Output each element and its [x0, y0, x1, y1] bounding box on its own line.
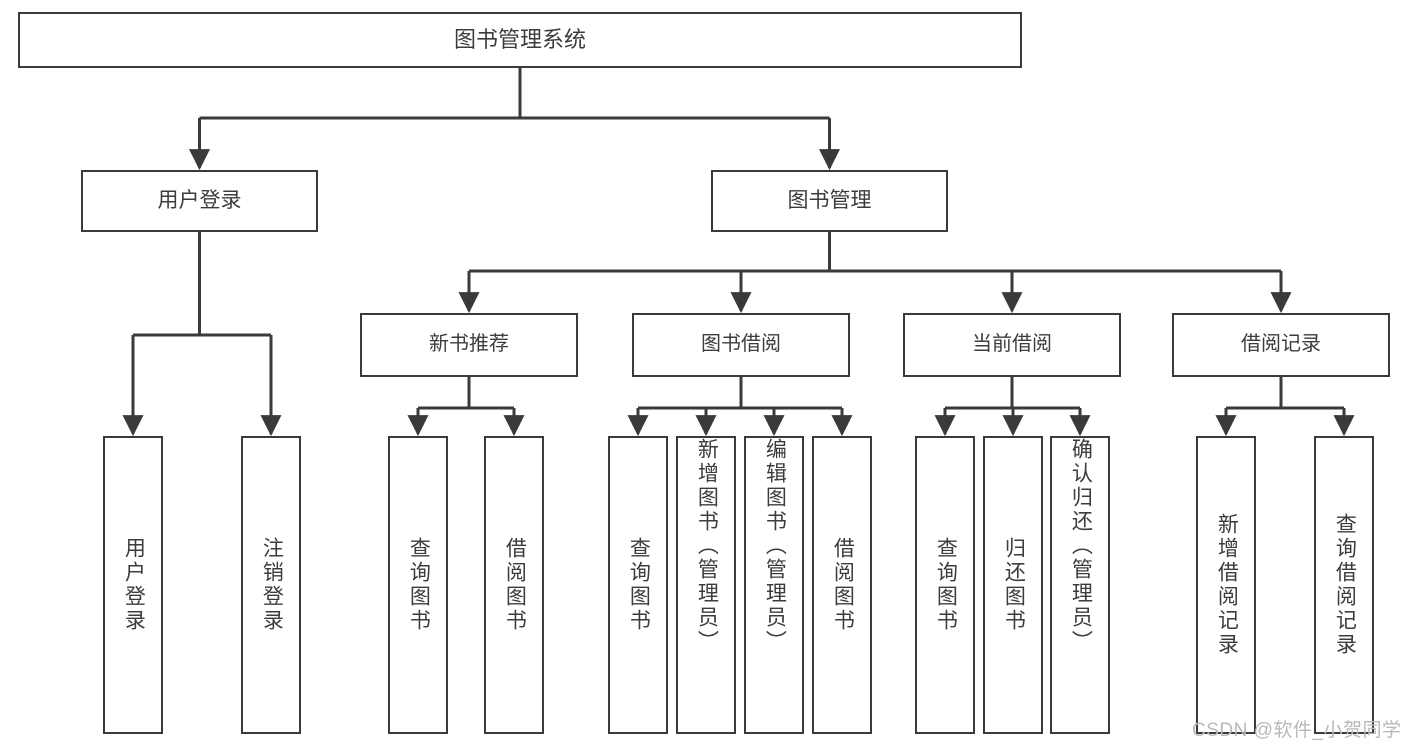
node-leaf-4[interactable]: 查询图书	[608, 436, 668, 734]
node-level2-1-label: 图书管理	[787, 188, 872, 212]
node-level2-0[interactable]: 用户登录	[81, 170, 318, 232]
node-leaf-0-label: 用户登录	[122, 537, 146, 633]
node-leaf-10-label: 确认归还（管理员）	[1069, 438, 1093, 654]
node-leaf-3[interactable]: 借阅图书	[484, 436, 544, 734]
node-leaf-6[interactable]: 编辑图书（管理员）	[744, 436, 804, 734]
node-leaf-8-label: 查询图书	[934, 537, 958, 633]
node-leaf-9-label: 归还图书	[1002, 537, 1026, 633]
node-leaf-10[interactable]: 确认归还（管理员）	[1050, 436, 1110, 734]
node-leaf-1[interactable]: 注销登录	[241, 436, 301, 734]
node-root[interactable]: 图书管理系统	[18, 12, 1022, 68]
node-leaf-5-label: 新增图书（管理员）	[695, 438, 719, 654]
node-leaf-0[interactable]: 用户登录	[103, 436, 163, 734]
node-leaf-1-label: 注销登录	[260, 537, 284, 633]
node-root-label: 图书管理系统	[453, 27, 586, 53]
node-level2-1[interactable]: 图书管理	[711, 170, 948, 232]
node-leaf-6-label: 编辑图书（管理员）	[763, 438, 787, 654]
node-leaf-5[interactable]: 新增图书（管理员）	[676, 436, 736, 734]
node-level3-2[interactable]: 当前借阅	[903, 313, 1121, 377]
node-leaf-3-label: 借阅图书	[503, 537, 527, 633]
node-leaf-2[interactable]: 查询图书	[388, 436, 448, 734]
node-level2-0-label: 用户登录	[157, 188, 242, 212]
node-level3-0[interactable]: 新书推荐	[360, 313, 578, 377]
node-leaf-4-label: 查询图书	[627, 537, 651, 633]
node-leaf-7-label: 借阅图书	[831, 537, 855, 633]
node-level3-1-label: 图书借阅	[701, 333, 781, 356]
node-level3-3-label: 借阅记录	[1241, 333, 1321, 356]
node-leaf-11-label: 新增借阅记录	[1215, 513, 1239, 657]
node-leaf-9[interactable]: 归还图书	[983, 436, 1043, 734]
node-leaf-7[interactable]: 借阅图书	[812, 436, 872, 734]
node-level3-1[interactable]: 图书借阅	[632, 313, 850, 377]
node-leaf-2-label: 查询图书	[407, 537, 431, 633]
node-leaf-8[interactable]: 查询图书	[915, 436, 975, 734]
node-leaf-12[interactable]: 查询借阅记录	[1314, 436, 1374, 734]
csdn-watermark: CSDN @软件_小贺同学	[1192, 720, 1402, 741]
node-level3-0-label: 新书推荐	[429, 333, 509, 356]
node-leaf-12-label: 查询借阅记录	[1333, 513, 1357, 657]
node-level3-3[interactable]: 借阅记录	[1172, 313, 1390, 377]
node-leaf-11[interactable]: 新增借阅记录	[1196, 436, 1256, 734]
node-level3-2-label: 当前借阅	[972, 333, 1052, 356]
